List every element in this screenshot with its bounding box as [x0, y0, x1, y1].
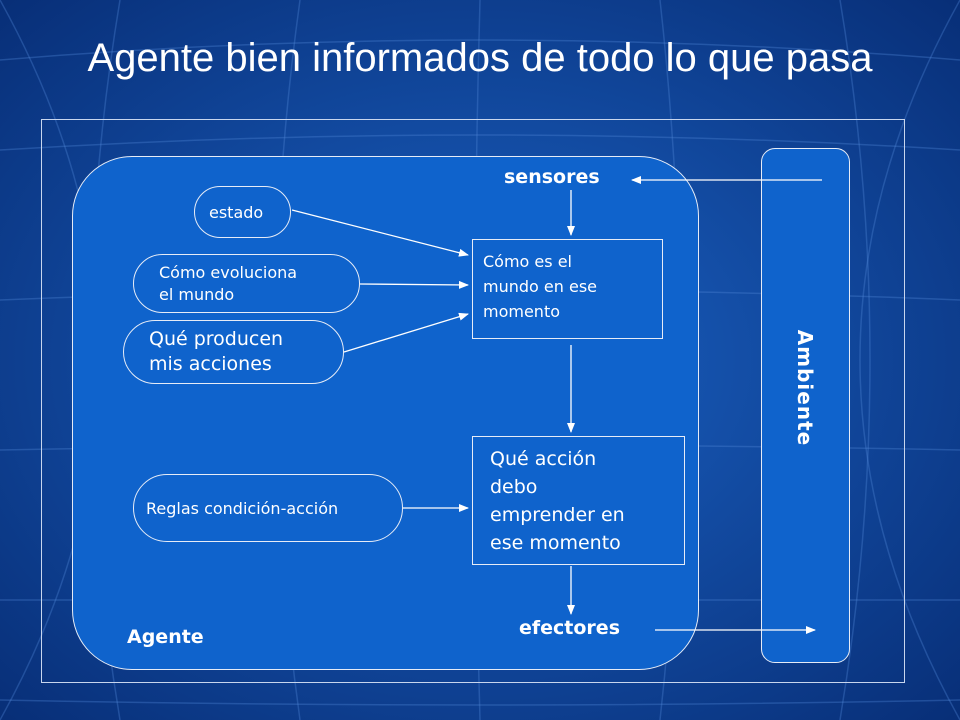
- environment-label: Ambiente: [793, 329, 817, 447]
- world-state-box: Cómo es el mundo en ese momento: [472, 239, 663, 339]
- state-node: estado: [194, 186, 291, 238]
- effectors-label: efectores: [519, 617, 621, 639]
- diagram-frame: [41, 119, 905, 683]
- sensors-label: sensores: [504, 166, 600, 188]
- slide-title: Agente bien informados de todo lo que pa…: [87, 36, 873, 80]
- state-node-label: estado: [209, 202, 264, 222]
- action-choice-box-label: Qué acción debo emprender en ese momento: [490, 448, 625, 554]
- agent-container: [72, 156, 699, 670]
- rules-node-label: Reglas condición-acción: [146, 498, 339, 518]
- action-effects-node: Qué producen mis acciones: [123, 320, 344, 384]
- agent-label: Agente: [127, 626, 204, 648]
- action-effects-node-label: Qué producen mis acciones: [149, 328, 284, 375]
- action-choice-box: Qué acción debo emprender en ese momento: [472, 436, 685, 565]
- world-evolution-node-label: Cómo evoluciona el mundo: [159, 262, 298, 304]
- environment-box: [761, 148, 850, 663]
- world-evolution-node: Cómo evoluciona el mundo: [133, 254, 360, 313]
- rules-node: Reglas condición-acción: [133, 474, 403, 542]
- world-state-box-label: Cómo es el mundo en ese momento: [483, 252, 597, 321]
